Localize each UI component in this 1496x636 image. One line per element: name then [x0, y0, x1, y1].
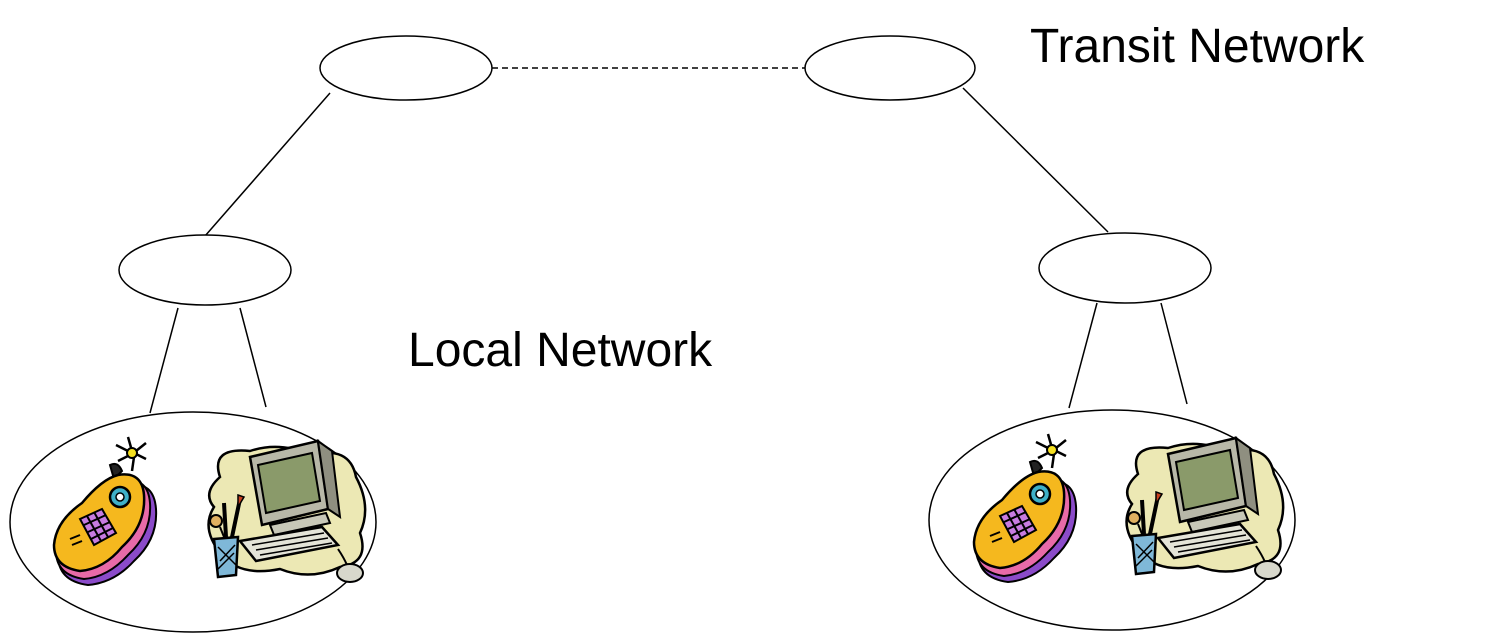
links [149, 67, 1188, 414]
link-left-transit-to-local [204, 92, 331, 237]
link-right-local-to-hosts-b [1160, 302, 1188, 405]
link-right-transit-to-local [962, 87, 1109, 233]
link-left-local-to-hosts-b [239, 307, 267, 408]
transit-network-label: Transit Network [1030, 20, 1365, 73]
desktop-computer-icon [206, 439, 368, 584]
desktop-computer-icon [1124, 436, 1286, 581]
link-right-local-to-hosts-a [1068, 302, 1098, 409]
local-network-label: Local Network [408, 324, 713, 377]
transit-node-right [804, 35, 976, 101]
local-node-right [1038, 232, 1212, 304]
transit-node-left [319, 35, 493, 101]
link-left-local-to-hosts-a [149, 307, 179, 414]
local-node-left [118, 234, 292, 306]
